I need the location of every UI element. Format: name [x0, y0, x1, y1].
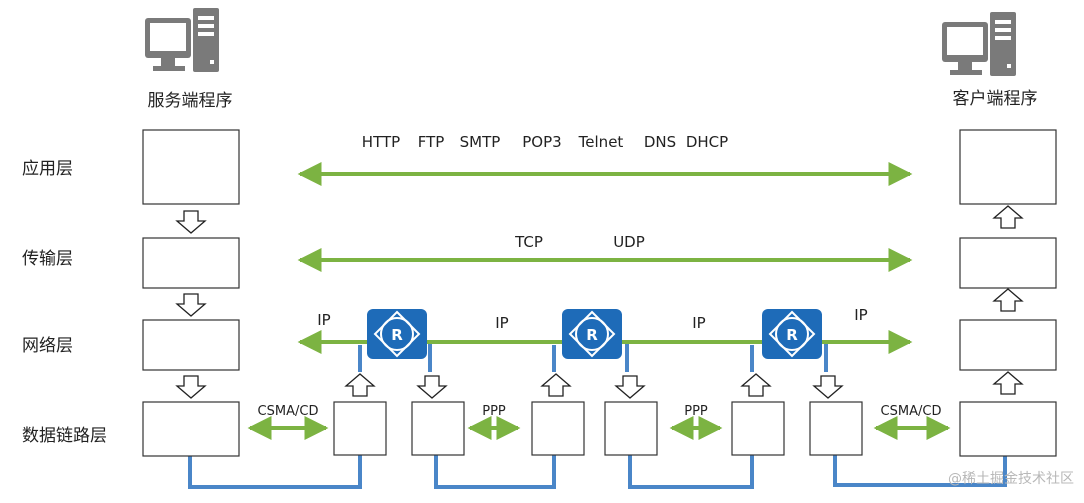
server-datalink-box	[142, 401, 240, 457]
router1-link-box-left	[333, 401, 387, 456]
router2-link-box-right	[604, 401, 658, 456]
app-protocol-label: Telnet	[578, 133, 624, 151]
router-1: R	[366, 308, 428, 360]
wire-server-router1	[188, 455, 362, 489]
app-protocol-label: HTTP	[362, 133, 400, 151]
router-symbol: R	[391, 326, 403, 344]
router3-link-box-right	[809, 401, 863, 456]
client-transport-box	[959, 237, 1057, 289]
app-protocol-label: FTP	[418, 133, 445, 151]
wire-router1-router2	[434, 455, 556, 489]
app-protocol-label: POP3	[522, 133, 561, 151]
client-network-box	[959, 319, 1057, 371]
transport-protocol-label: UDP	[613, 233, 645, 251]
router1-link-box-right	[411, 401, 465, 456]
router-symbol: R	[786, 326, 798, 344]
client-computer-icon	[942, 12, 1016, 76]
router1-up-arrow-icon	[345, 373, 375, 397]
router3-link-box-left	[731, 401, 785, 456]
link-protocol-label: CSMA/CD	[258, 404, 319, 419]
router-3: R	[761, 308, 823, 360]
server-program-label: 服务端程序	[148, 91, 233, 111]
network-protocol-label: IP	[854, 306, 867, 324]
server-computer-icon	[145, 8, 219, 72]
wire-router3-client	[833, 455, 1007, 487]
client-up-arrow-icon	[993, 205, 1023, 229]
link-protocol-label: CSMA/CD	[881, 404, 942, 419]
client-datalink-box	[959, 401, 1057, 457]
client-application-box	[959, 129, 1057, 205]
wire-router2-router3	[628, 455, 754, 489]
server-network-box	[142, 319, 240, 371]
layer-label-transport: 传输层	[22, 249, 73, 269]
link-protocol-label: PPP	[684, 404, 708, 419]
transport-protocol-label: TCP	[514, 233, 543, 251]
router2-up-arrow-icon	[541, 373, 571, 397]
router2-link-box-left	[531, 401, 585, 456]
layer-label-datalink: 数据链路层	[22, 426, 107, 446]
client-program-label: 客户端程序	[953, 89, 1038, 109]
network-protocol-label: IP	[317, 311, 330, 329]
network-protocol-label: IP	[692, 314, 705, 332]
router3-up-arrow-icon	[741, 373, 771, 397]
server-down-arrow-icon	[176, 210, 206, 234]
server-down-arrow-icon	[176, 375, 206, 399]
client-up-arrow-icon	[993, 371, 1023, 395]
link-protocol-label: PPP	[482, 404, 506, 419]
network-protocol-label: IP	[495, 314, 508, 332]
router-2: R	[561, 308, 623, 360]
router1-down-arrow-icon	[417, 375, 447, 399]
app-protocol-label: SMTP	[460, 133, 501, 151]
router3-down-arrow-icon	[813, 375, 843, 399]
app-protocol-label: DHCP	[686, 133, 728, 151]
layer-label-network: 网络层	[22, 336, 73, 356]
client-up-arrow-icon	[993, 288, 1023, 312]
app-protocol-label: DNS	[644, 133, 676, 151]
layer-label-application: 应用层	[22, 159, 73, 179]
server-down-arrow-icon	[176, 293, 206, 317]
router-symbol: R	[586, 326, 598, 344]
server-application-box	[142, 129, 240, 205]
server-transport-box	[142, 237, 240, 289]
watermark: @稀土掘金技术社区	[948, 471, 1074, 487]
router2-down-arrow-icon	[615, 375, 645, 399]
